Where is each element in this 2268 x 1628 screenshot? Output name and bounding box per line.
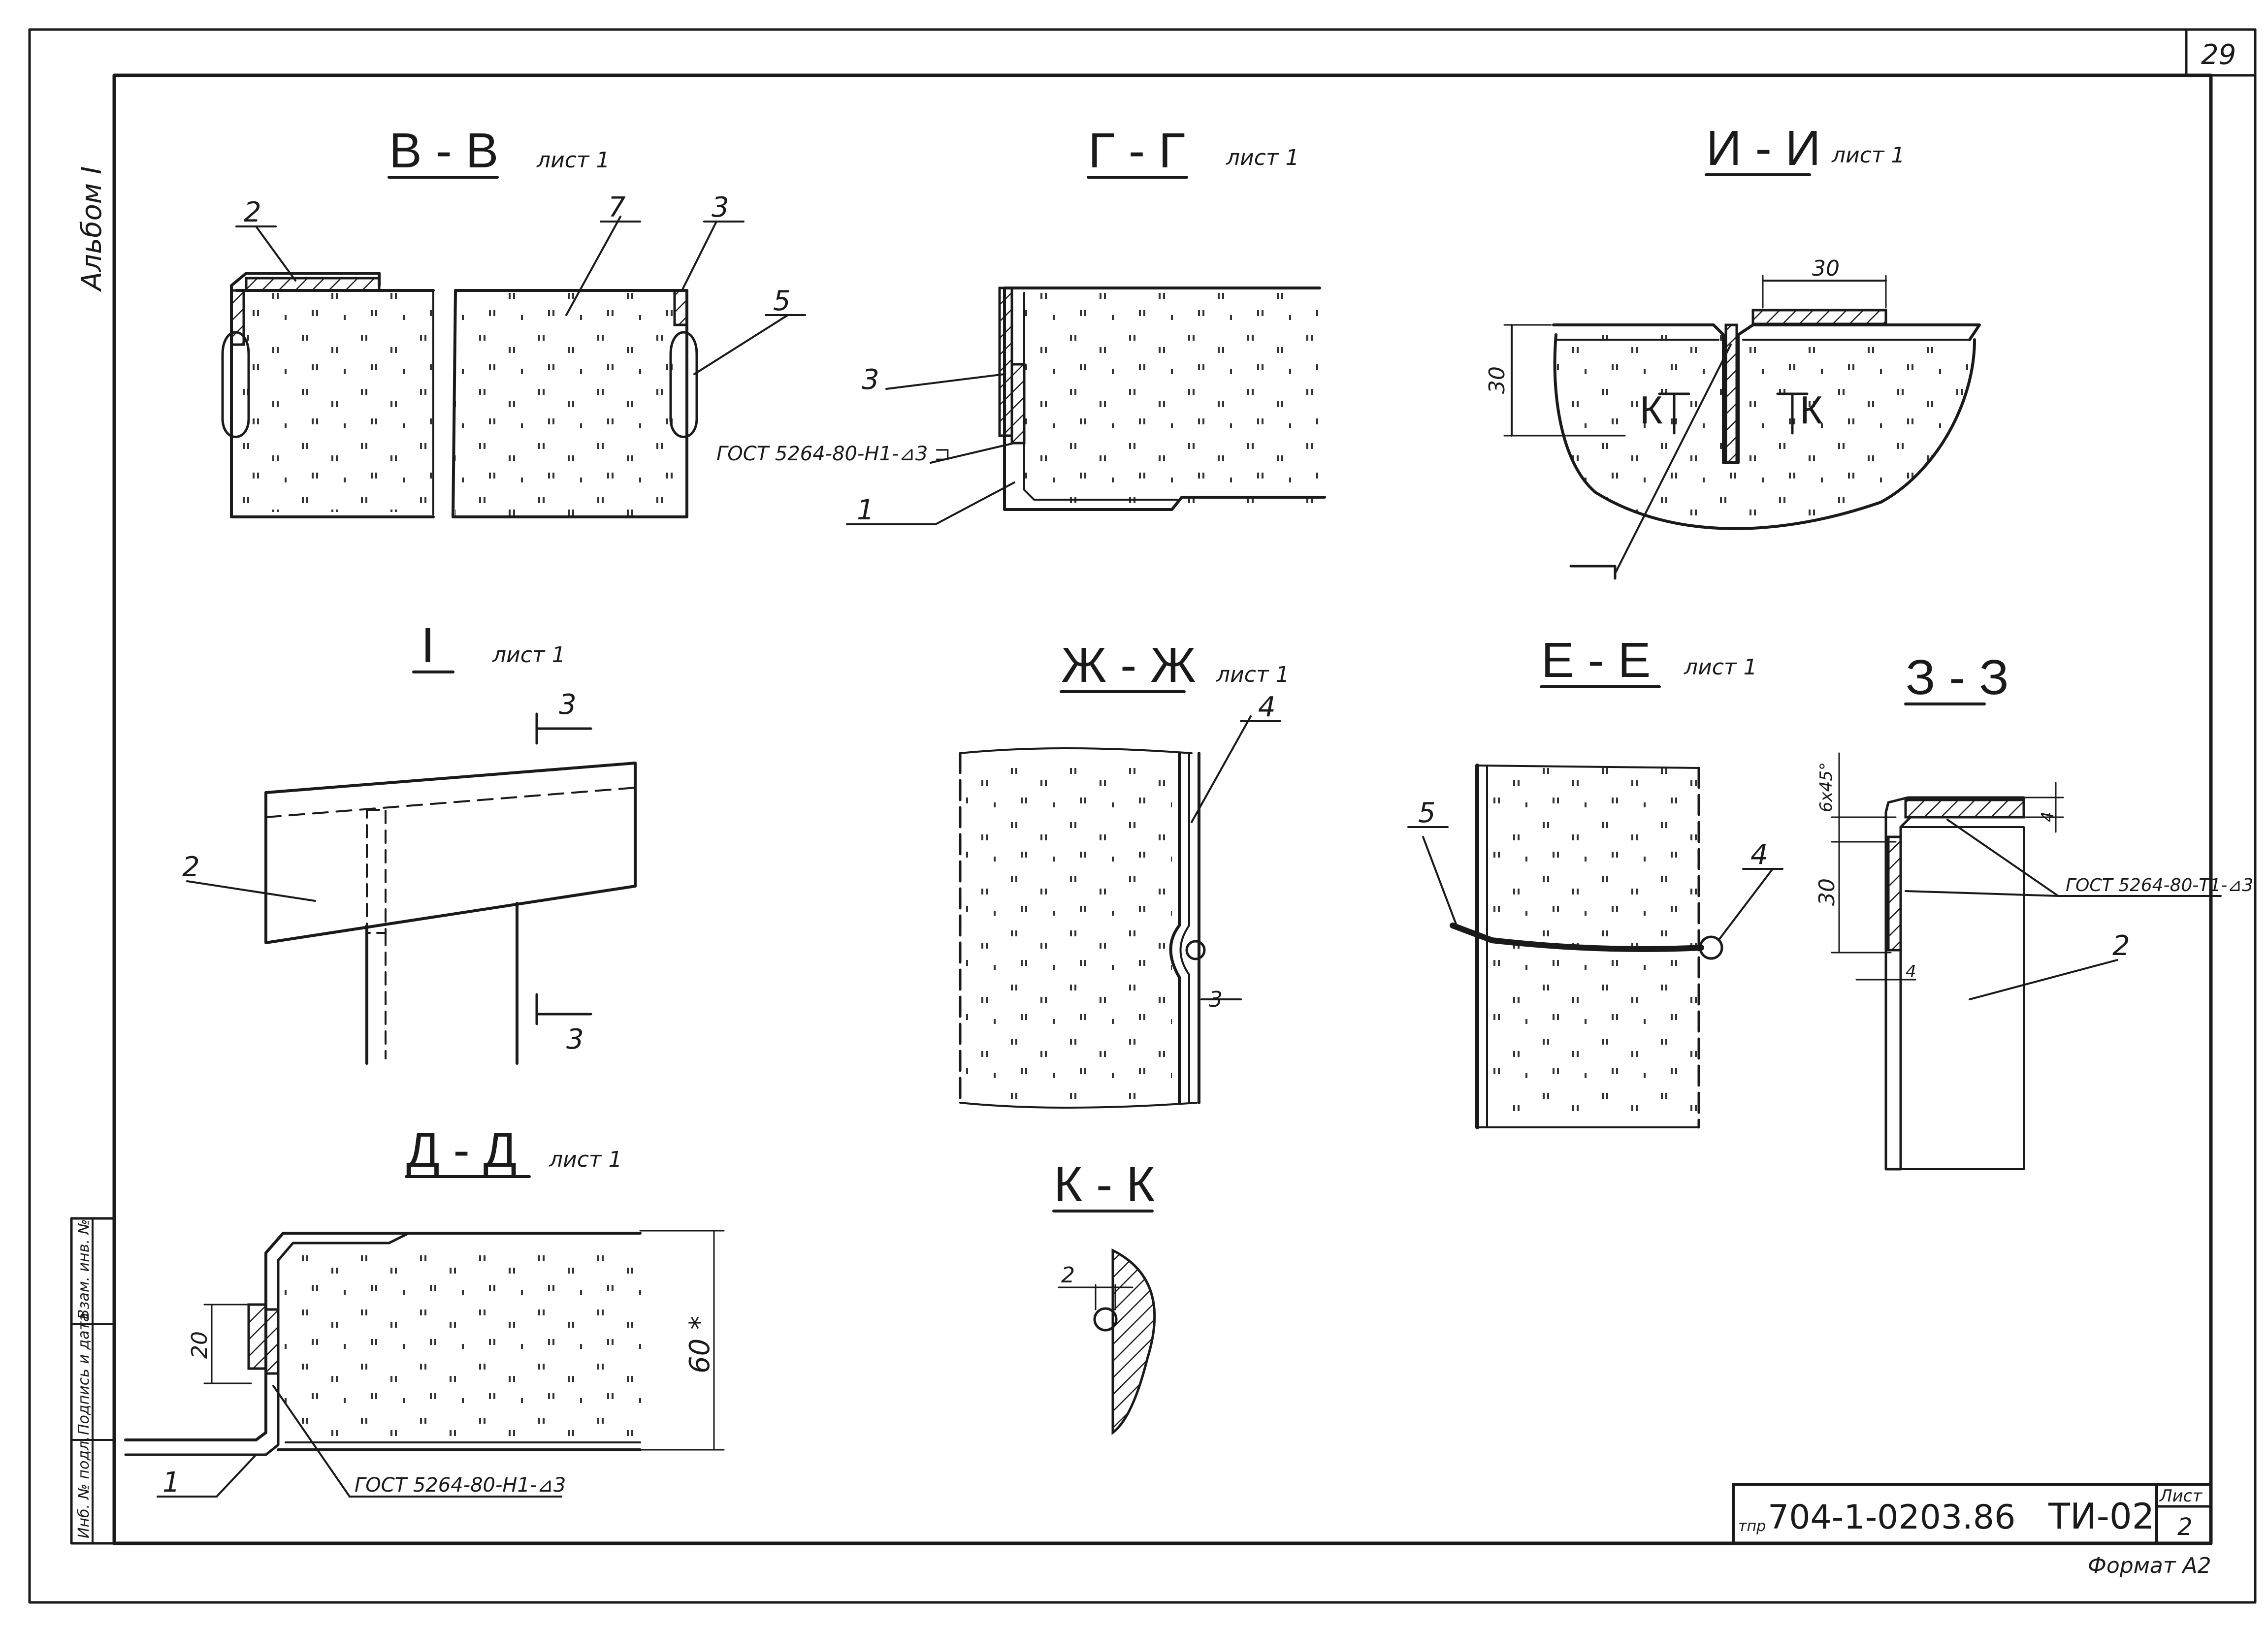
stamp-podpis: Подпись и дата bbox=[75, 1313, 93, 1436]
view-zz: З - З 6x45° 30 4 4 ГОСТ 5264-80-Т1-⊿3 2 bbox=[1814, 650, 2253, 1171]
view-dd-dim-20: 20 bbox=[187, 1331, 212, 1359]
view-zz-weld: ГОСТ 5264-80-Т1-⊿3 bbox=[2066, 875, 2253, 895]
view-i-callout-2: 2 bbox=[182, 851, 200, 883]
sheet-number: 2 bbox=[2177, 1513, 2193, 1541]
view-zz-dim-4-top: 4 bbox=[2038, 811, 2058, 822]
view-dd: Д - Д лист 1 20 60 * 1 ГОСТ 5264-80-Н1-⊿… bbox=[124, 1122, 725, 1499]
view-vv: В - В лист 1 2 7 3 5 bbox=[221, 123, 806, 518]
view-zhzh-callout-4: 4 bbox=[1258, 691, 1276, 723]
view-zz-title: З - З bbox=[1906, 650, 2009, 705]
view-ee-callout-4: 4 bbox=[1750, 839, 1768, 871]
view-ii-k-left: К bbox=[1640, 388, 1663, 432]
view-ii-title: И - И bbox=[1706, 121, 1821, 176]
view-kk-title: К - К bbox=[1054, 1157, 1155, 1212]
view-i-ref: лист 1 bbox=[492, 642, 566, 668]
view-vv-callout-2: 2 bbox=[244, 196, 261, 228]
sheet-label: Лист bbox=[2159, 1486, 2203, 1506]
stamp-vzam: Взам. инв. № bbox=[75, 1219, 93, 1319]
view-ii-ref: лист 1 bbox=[1831, 143, 1905, 168]
view-ee-ref: лист 1 bbox=[1684, 655, 1757, 680]
view-zhzh-dim: 3 bbox=[1209, 987, 1223, 1012]
title-block-prefix: тпр bbox=[1738, 1518, 1766, 1535]
page-number: 29 bbox=[2201, 39, 2236, 71]
drawing-mark: ТИ-02 bbox=[2048, 1496, 2154, 1537]
view-gg: Г - Г лист 1 3 1 ГОСТ 5264-80-Н1-⊿3 ⊐ bbox=[716, 123, 1326, 526]
album-label: Альбом I bbox=[76, 166, 108, 292]
view-zz-callout-2: 2 bbox=[2112, 930, 2130, 962]
view-ii: И - И лист 1 30 30 К К bbox=[1485, 121, 1981, 580]
view-gg-weld: ГОСТ 5264-80-Н1-⊿3 ⊐ bbox=[716, 443, 951, 465]
view-dd-weld: ГОСТ 5264-80-Н1-⊿3 bbox=[355, 1474, 566, 1497]
view-dd-dim-60: 60 * bbox=[684, 1316, 716, 1373]
view-ii-dim-30-top: 30 bbox=[1812, 256, 1840, 281]
format-label: Формат А2 bbox=[2088, 1553, 2211, 1578]
view-zhzh-ref: лист 1 bbox=[1216, 662, 1290, 687]
view-dd-callout-1: 1 bbox=[162, 1467, 180, 1499]
view-vv-ref: лист 1 bbox=[536, 148, 610, 173]
view-zhzh-title: Ж - Ж bbox=[1061, 638, 1196, 693]
view-kk-dim: 2 bbox=[1061, 1263, 1075, 1288]
drawing-code: 704-1-0203.86 bbox=[1768, 1498, 2015, 1537]
view-i: I лист 1 3 3 2 bbox=[182, 618, 637, 1065]
side-stamp: Инб. № подл. Подпись и дата Взам. инв. № bbox=[70, 1217, 116, 1545]
view-vv-callout-5: 5 bbox=[773, 285, 791, 317]
view-zz-dim-chamfer: 6x45° bbox=[1816, 762, 1836, 812]
view-zz-dim-4-bottom: 4 bbox=[1906, 962, 1916, 982]
view-vv-title: В - В bbox=[389, 123, 498, 178]
view-ii-k-right: К bbox=[1800, 388, 1823, 432]
view-ee-callout-5: 5 bbox=[1418, 797, 1436, 829]
view-ee-title: Е - Е bbox=[1541, 633, 1651, 688]
view-i-section-mark-bottom: 3 bbox=[566, 1023, 584, 1055]
view-gg-callout-3: 3 bbox=[862, 364, 879, 396]
title-block: тпр 704-1-0203.86 ТИ-02 Лист 2 bbox=[1738, 1486, 2203, 1541]
view-kk: К - К 2 bbox=[1052, 1157, 1156, 1436]
view-zz-dim-30: 30 bbox=[1814, 878, 1840, 906]
view-gg-ref: лист 1 bbox=[1226, 145, 1299, 170]
stamp-inv-podl: Инб. № подл. bbox=[75, 1436, 93, 1538]
sheet-frame bbox=[28, 28, 2257, 1604]
view-dd-ref: лист 1 bbox=[549, 1147, 622, 1172]
view-vv-callout-3: 3 bbox=[712, 192, 729, 223]
view-ii-dim-30-left: 30 bbox=[1485, 366, 1510, 394]
view-ee: Е - Е лист 1 5 4 bbox=[1407, 633, 1783, 1129]
view-gg-title: Г - Г bbox=[1088, 123, 1185, 178]
view-i-section-mark-top: 3 bbox=[559, 689, 577, 721]
view-dd-title: Д - Д bbox=[406, 1122, 517, 1178]
view-gg-callout-1: 1 bbox=[857, 494, 875, 526]
view-vv-callout-7: 7 bbox=[608, 192, 626, 223]
view-zhzh: Ж - Ж лист 1 3 4 bbox=[959, 638, 1290, 1109]
view-i-title: I bbox=[421, 618, 435, 673]
